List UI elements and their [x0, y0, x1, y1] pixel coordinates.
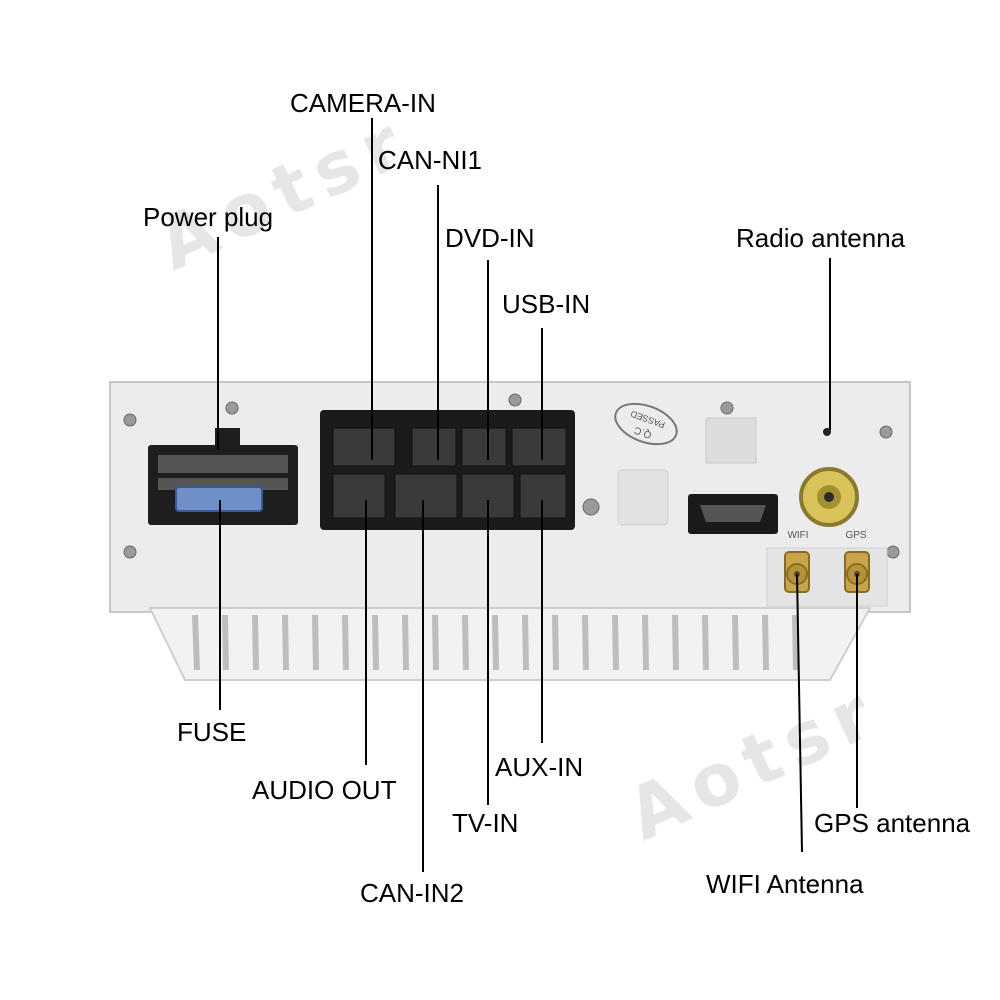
- qc-passed-stamp: [614, 402, 678, 446]
- label-wifi-antenna: WIFI Antenna: [706, 869, 864, 899]
- heatsink-fins: [192, 614, 799, 671]
- leader-wifi-antenna: [796, 573, 803, 853]
- label-dvd-in: DVD-IN: [445, 223, 535, 253]
- label-camera-in: CAMERA-IN: [290, 88, 436, 118]
- label-can-ni1: CAN-NI1: [378, 145, 483, 175]
- screw-icon: [123, 393, 900, 559]
- label-can-in2: CAN-IN2: [360, 878, 465, 908]
- label-aux-in: AUX-IN: [495, 752, 584, 782]
- label-gps-antenna: GPS antenna: [814, 808, 971, 838]
- label-radio-antenna: Radio antenna: [736, 223, 906, 253]
- label-usb-in: USB-IN: [502, 289, 591, 319]
- label-power-plug: Power plug: [143, 202, 274, 232]
- gps-port-label: GPS: [845, 530, 866, 541]
- wifi-port-label: WIFI: [787, 530, 808, 541]
- leader-lines: [217, 118, 858, 872]
- label-tv-in: TV-IN: [452, 808, 519, 838]
- label-audio-out: AUDIO OUT: [252, 775, 397, 805]
- heatsink: [148, 607, 872, 681]
- label-fuse: FUSE: [177, 717, 247, 747]
